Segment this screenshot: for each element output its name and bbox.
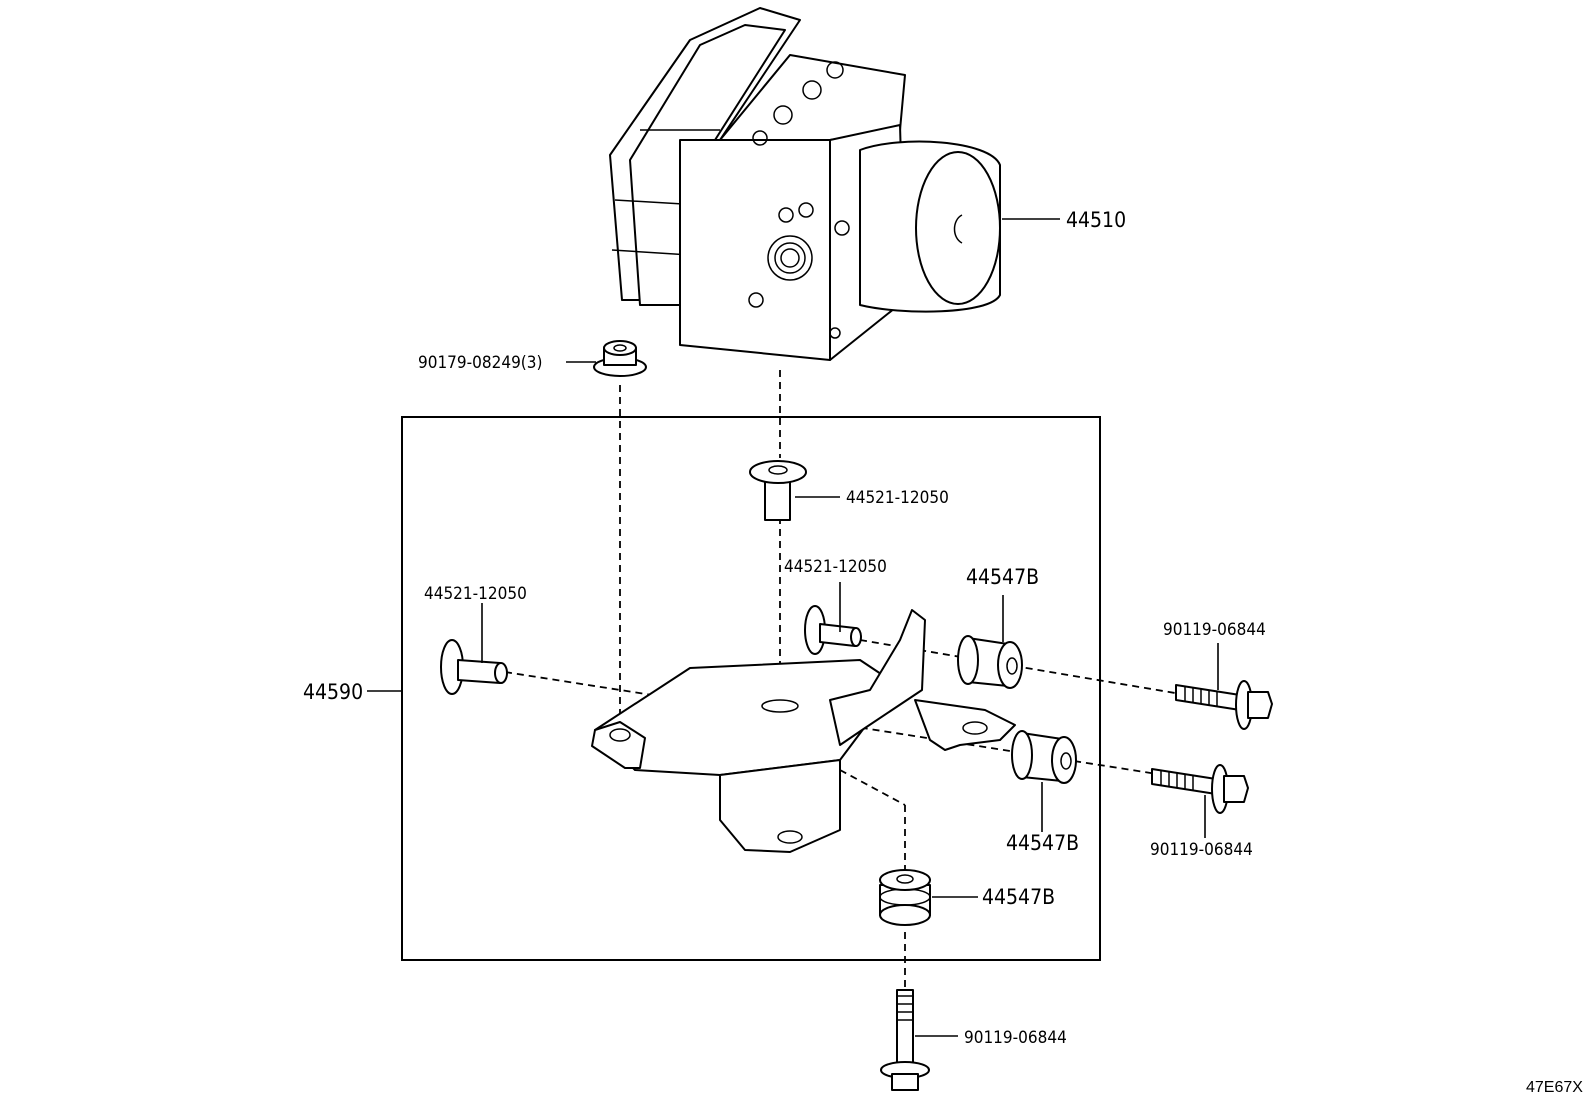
label-bolt-lower: 90119-06844 — [1150, 840, 1253, 860]
bracket-assembly-frame — [401, 416, 1101, 961]
reference-code: 47E67X — [1526, 1079, 1583, 1096]
abs-actuator-pump-assembly — [609, 7, 1001, 361]
flange-nut — [593, 340, 647, 377]
collar-top — [749, 460, 807, 521]
mounting-bracket — [591, 609, 1016, 853]
label-bushing-bottom: 44547B — [982, 885, 1055, 909]
bushing-lower — [1011, 730, 1077, 784]
label-nut: 90179-08249(3) — [418, 353, 542, 373]
label-bolt-bottom: 90119-06844 — [964, 1028, 1067, 1048]
label-collar-left: 44521-12050 — [424, 584, 527, 604]
label-44510: 44510 — [1066, 208, 1126, 232]
bushing-bottom — [879, 869, 931, 926]
label-bolt-upper: 90119-06844 — [1163, 620, 1266, 640]
label-bushing-upper: 44547B — [966, 565, 1039, 589]
label-collar-mid: 44521-12050 — [784, 557, 887, 577]
bushing-upper — [957, 635, 1023, 689]
label-44590: 44590 — [303, 680, 363, 704]
label-bushing-lower: 44547B — [1006, 831, 1079, 855]
bolt-bottom — [880, 989, 930, 1091]
label-collar-top: 44521-12050 — [846, 488, 949, 508]
bolt-upper — [1175, 680, 1273, 730]
collar-left — [440, 639, 508, 695]
leader-lines — [367, 218, 1219, 1037]
collar-mid — [804, 605, 862, 655]
bolt-lower — [1151, 764, 1249, 814]
